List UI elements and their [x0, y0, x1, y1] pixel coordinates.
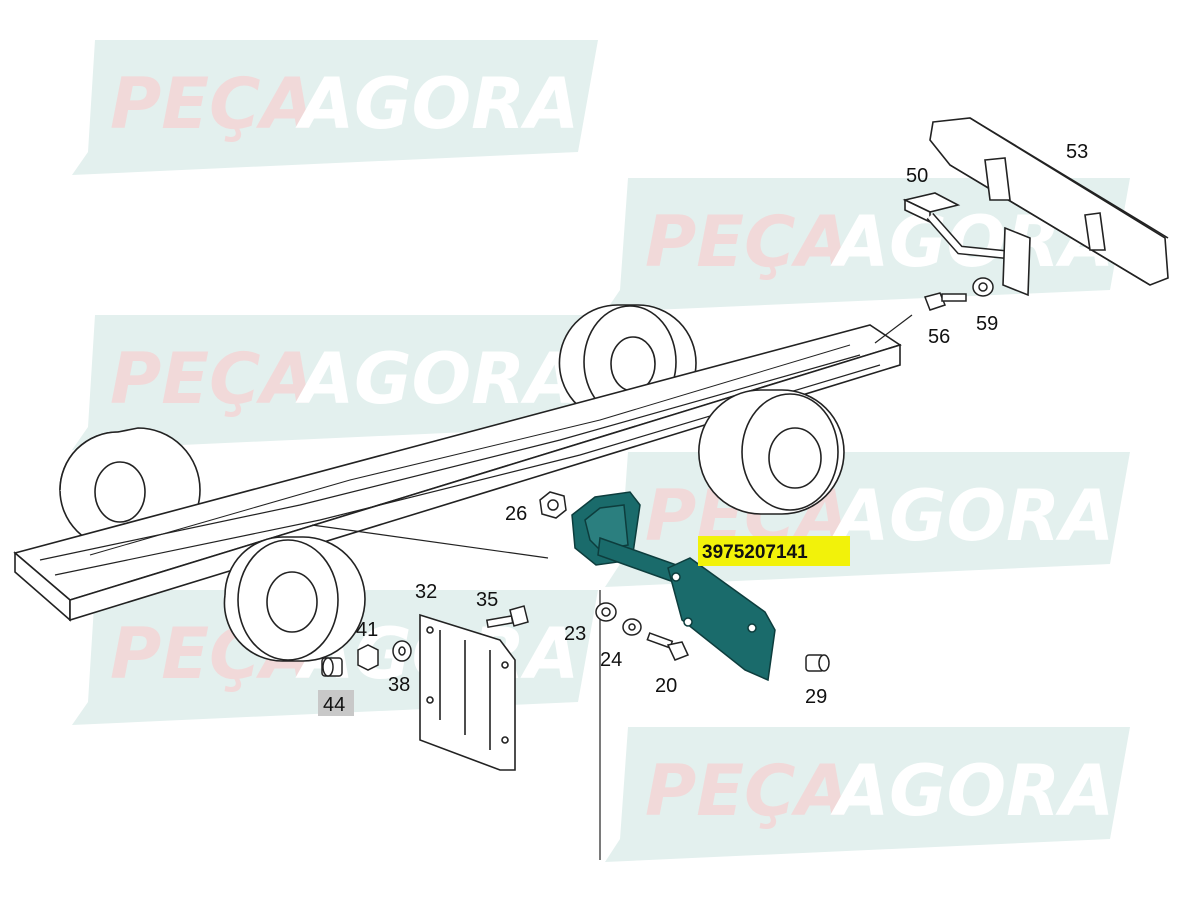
watermark-text-a: PEÇA: [645, 201, 850, 283]
sleeve-44: [321, 657, 343, 677]
lock-washer-24: [622, 618, 642, 636]
callout-32[interactable]: 32: [415, 581, 437, 603]
watermark-text-b: AGORA: [295, 63, 579, 145]
callout-44[interactable]: 44: [323, 694, 345, 716]
callout-20[interactable]: 20: [655, 675, 677, 697]
callout-23[interactable]: 23: [564, 623, 586, 645]
watermark-text-b: AGORA: [295, 338, 579, 420]
washer-23: [595, 602, 617, 622]
chassis-assembly: [13, 304, 913, 860]
watermark-text-b: AGORA: [830, 750, 1114, 832]
nut-26: [539, 491, 567, 519]
sleeve-29: [805, 654, 830, 672]
callout-26[interactable]: 26: [505, 503, 527, 525]
watermark-text-b: AGORA: [830, 475, 1114, 557]
bolt-56: [924, 292, 967, 311]
callout-35[interactable]: 35: [476, 589, 498, 611]
callout-56[interactable]: 56: [928, 326, 950, 348]
bolt-20: [646, 632, 690, 661]
callout-59[interactable]: 59: [976, 313, 998, 335]
crossmember-53: [929, 117, 1169, 286]
plate-32: [419, 613, 516, 771]
watermark-text-a: PEÇA: [110, 338, 315, 420]
watermark-1: PEÇA AGORA: [72, 40, 598, 175]
callout-53[interactable]: 53: [1066, 141, 1088, 163]
exhaust-bracket-icon: [571, 491, 776, 682]
washer-38: [392, 640, 412, 662]
watermark-text-a: PEÇA: [645, 750, 850, 832]
callout-41[interactable]: 41: [356, 619, 378, 641]
bolt-35: [485, 605, 529, 629]
part-number-highlight-bg: [698, 536, 850, 566]
callout-38[interactable]: 38: [388, 674, 410, 696]
watermark-6: PEÇA AGORA: [605, 727, 1130, 862]
watermark-text-a: PEÇA: [110, 63, 315, 145]
wheel-front-left: [223, 536, 366, 662]
washer-59: [972, 277, 994, 297]
nut-41: [357, 644, 379, 671]
part-number-label[interactable]: 3975207141: [702, 542, 808, 563]
watermark-3: PEÇA AGORA: [72, 315, 598, 450]
bracket-50: [902, 192, 1031, 297]
wheel-front-right: [698, 389, 845, 515]
callout-24[interactable]: 24: [600, 649, 622, 671]
callout-50[interactable]: 50: [906, 165, 928, 187]
callout-29[interactable]: 29: [805, 686, 827, 708]
callout-44-bg: [318, 690, 354, 716]
